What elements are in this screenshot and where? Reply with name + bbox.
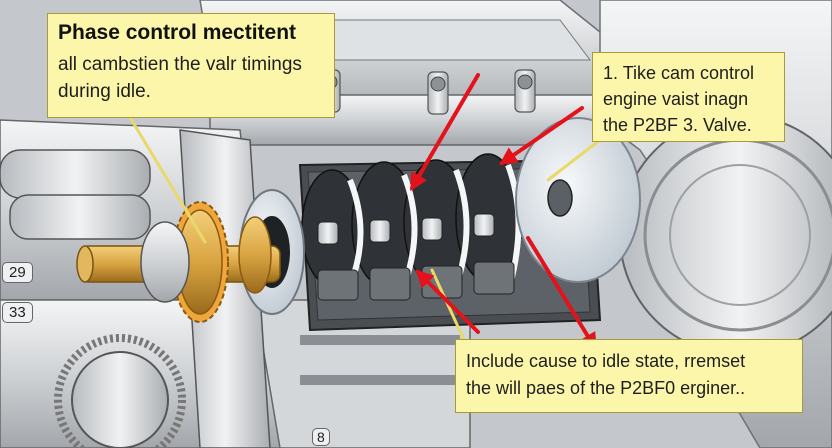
part-label: 29 [2, 262, 33, 283]
callout-line: engine vaist inagn [603, 89, 749, 109]
callout-line: Include cause to idle state, rremset [466, 351, 746, 371]
callout-cam-control: 1. Tike cam control engine vaist inagn t… [592, 52, 785, 142]
part-label: 8 [312, 428, 330, 446]
callout-title: Phase control mectitent [58, 21, 297, 44]
callout-line: the P2BF 3. Valve. [603, 115, 752, 135]
red-arrows [410, 73, 597, 352]
leader-lines [126, 112, 602, 344]
callout-idle-state: Include cause to idle state, rremset the… [455, 339, 803, 413]
callout-line: the will paes of the P2BF0 erginer.. [466, 378, 746, 398]
callout-line: 1. Tike cam control [603, 63, 755, 83]
part-label: 33 [2, 302, 33, 323]
callout-line: during idle. [58, 81, 151, 102]
callout-phase-control: Phase control mectitent all cambstien th… [47, 13, 335, 118]
callout-line: all cambstien the valr timings [58, 54, 302, 75]
